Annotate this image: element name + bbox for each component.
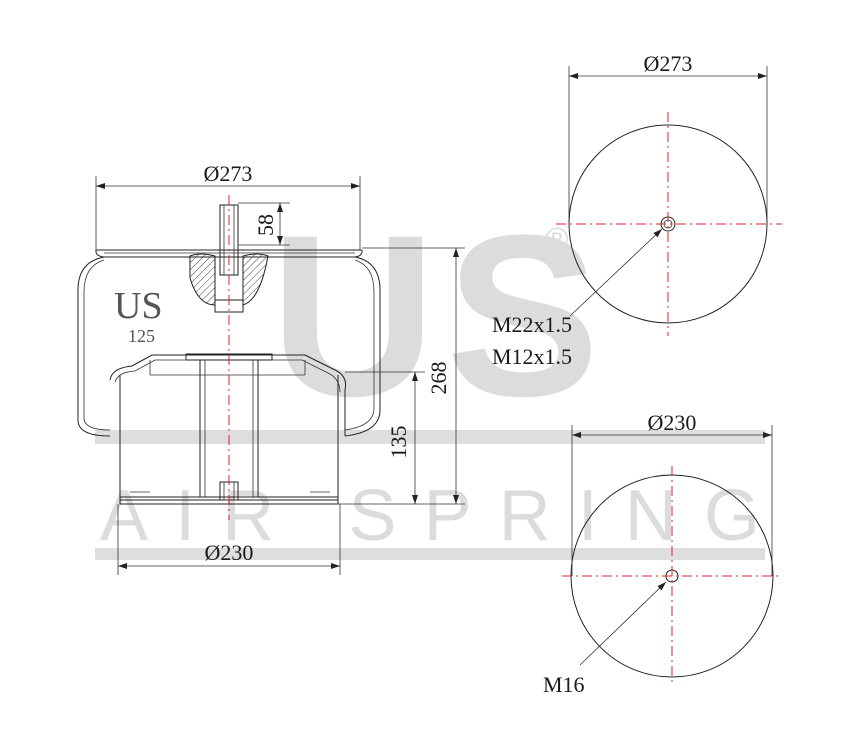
top-view-thread-1: M22x1.5: [492, 312, 572, 337]
brand-logo-text: US: [114, 285, 163, 327]
side-bottom-diameter-label: Ø230: [205, 540, 254, 565]
bellow-right: [344, 256, 381, 437]
bottom-view-leader: [579, 581, 667, 666]
watermark-sub-text: AIR SPRING: [100, 476, 760, 556]
top-view: Ø273 M22x1.5 M12x1.5: [492, 51, 782, 369]
top-boss-left: [189, 253, 216, 306]
bottom-view: Ø230 M16: [543, 410, 782, 697]
total-height-label: 268: [426, 362, 451, 395]
watermark-bar-bottom: [95, 548, 765, 560]
side-top-diameter-label: Ø273: [204, 161, 253, 186]
top-boss-right: [242, 253, 269, 306]
side-view: US 125 Ø273 58 268 135 Ø230: [77, 161, 465, 575]
bottom-view-diameter-label: Ø230: [648, 410, 697, 435]
top-view-thread-2: M12x1.5: [492, 344, 572, 369]
top-view-diameter-label: Ø273: [644, 51, 693, 76]
stud-length-label: 58: [253, 214, 278, 236]
top-view-leader: [569, 228, 663, 317]
bottom-view-thread: M16: [543, 672, 585, 697]
watermark-registered-mark: ®: [545, 221, 569, 257]
watermark-big-text: US: [270, 187, 610, 444]
brand-model-number: 125: [128, 326, 155, 346]
piston-height-label: 135: [386, 426, 411, 459]
piston-top: [109, 354, 346, 436]
bellow-left: [77, 256, 111, 437]
